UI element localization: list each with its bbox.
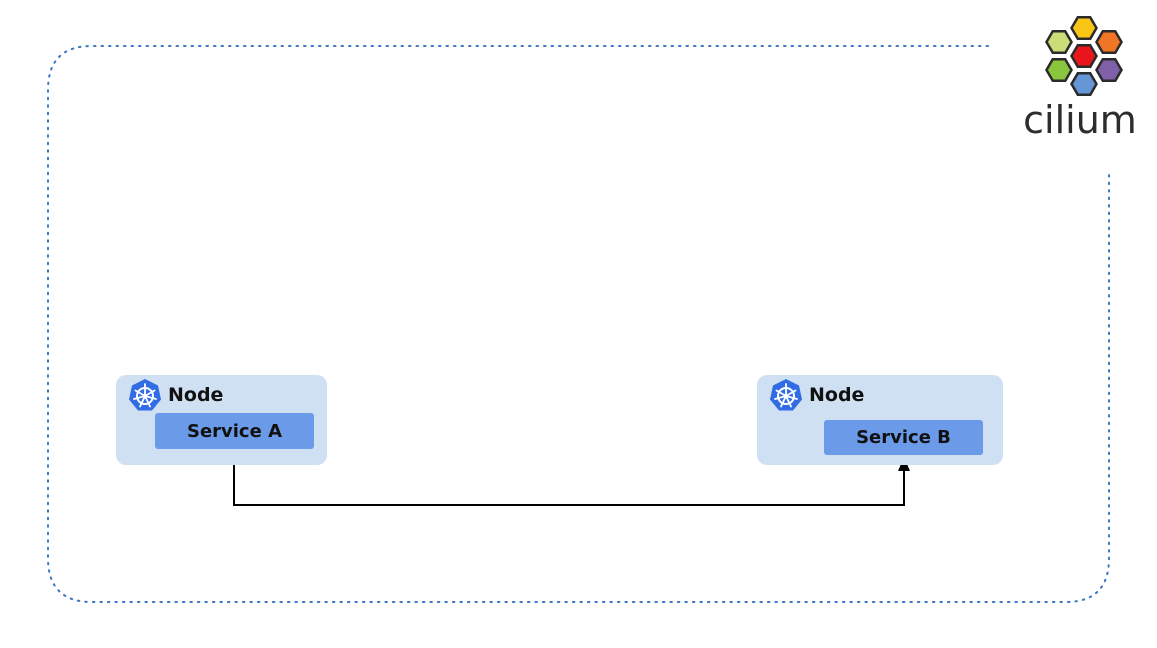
cilium-hexagon — [1070, 43, 1098, 69]
node-label: Node — [168, 384, 224, 406]
node-b-box: Node Service B — [757, 375, 1003, 465]
cilium-logo: cilium — [1010, 10, 1150, 142]
cilium-hexagon — [1070, 15, 1098, 41]
service-b-box: Service B — [824, 420, 983, 455]
cilium-hexagon — [1070, 71, 1098, 97]
node-a-box: Node Service A — [116, 375, 327, 465]
cilium-hexagons-icon — [1045, 15, 1123, 97]
node-a-header: Node — [128, 378, 223, 412]
service-a-box: Service A — [155, 413, 314, 449]
cilium-hexagon — [1095, 29, 1123, 55]
kubernetes-icon — [129, 379, 161, 411]
connection-line — [233, 449, 905, 506]
kubernetes-icon — [770, 379, 802, 411]
node-b-header: Node — [769, 378, 864, 412]
cilium-hexagon — [1095, 57, 1123, 83]
node-label: Node — [809, 384, 865, 406]
cluster-boundary — [47, 45, 1110, 603]
cilium-wordmark: cilium — [1023, 98, 1137, 142]
cilium-hexagon — [1045, 57, 1073, 83]
cilium-hexagon — [1045, 29, 1073, 55]
